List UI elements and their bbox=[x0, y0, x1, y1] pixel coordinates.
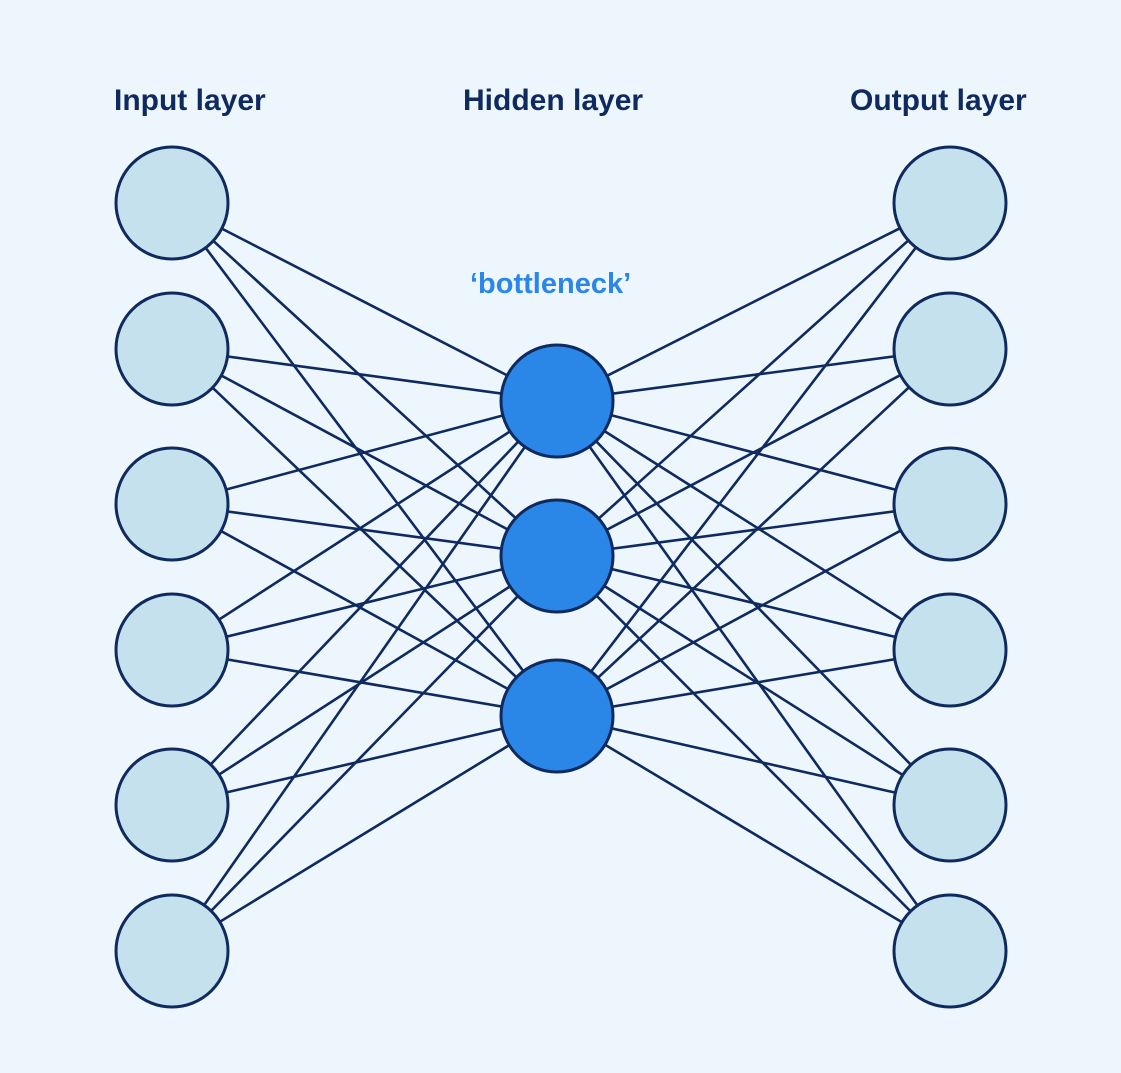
edge-input-6-hidden-1 bbox=[170, 400, 559, 952]
hidden-node-2 bbox=[499, 498, 615, 614]
edge-hidden-2-output-6 bbox=[556, 555, 951, 952]
edge-hidden-1-output-6 bbox=[555, 400, 952, 952]
input-layer-label: Input layer bbox=[114, 84, 266, 117]
edge-input-2-hidden-3 bbox=[171, 348, 558, 717]
output-layer-label: Output layer bbox=[850, 84, 1027, 117]
edge-input-4-hidden-1 bbox=[171, 399, 558, 652]
input-node-1 bbox=[114, 145, 230, 261]
input-node-4 bbox=[114, 592, 230, 708]
edge-input-4-hidden-3 bbox=[171, 648, 558, 718]
input-node-2 bbox=[114, 291, 230, 407]
input-node-5 bbox=[114, 747, 230, 863]
hidden-node-3 bbox=[499, 658, 615, 774]
hidden-layer-label: Hidden layer bbox=[463, 84, 644, 117]
edge-input-6-hidden-2 bbox=[171, 555, 558, 952]
neurons bbox=[114, 145, 1008, 1009]
output-node-6 bbox=[892, 893, 1008, 1009]
edge-input-3-hidden-2 bbox=[171, 502, 558, 558]
edge-input-2-hidden-1 bbox=[171, 347, 558, 403]
edge-input-1-hidden-3 bbox=[170, 202, 559, 717]
edge-input-5-hidden-3 bbox=[171, 714, 558, 807]
edge-input-1-hidden-1 bbox=[171, 201, 558, 403]
connections bbox=[170, 201, 952, 953]
edge-hidden-3-output-3 bbox=[556, 502, 951, 718]
hidden-node-1 bbox=[499, 343, 615, 459]
edge-hidden-2-output-1 bbox=[556, 202, 951, 557]
edge-input-5-hidden-1 bbox=[171, 400, 558, 806]
output-node-2 bbox=[892, 291, 1008, 407]
edge-input-5-hidden-2 bbox=[171, 554, 558, 807]
bottleneck-annotation: ‘bottleneck’ bbox=[470, 268, 632, 300]
edge-input-6-hidden-3 bbox=[171, 714, 558, 953]
output-node-5 bbox=[892, 747, 1008, 863]
edge-hidden-1-output-2 bbox=[556, 347, 951, 403]
input-node-6 bbox=[114, 893, 230, 1009]
edge-hidden-3-output-4 bbox=[556, 648, 951, 718]
edge-hidden-3-output-5 bbox=[556, 714, 951, 807]
edge-input-3-hidden-3 bbox=[171, 502, 558, 718]
edge-hidden-3-output-2 bbox=[556, 348, 951, 717]
edge-hidden-3-output-1 bbox=[555, 202, 952, 717]
output-node-1 bbox=[892, 145, 1008, 261]
edge-hidden-1-output-4 bbox=[556, 399, 951, 652]
output-node-3 bbox=[892, 446, 1008, 562]
edge-hidden-2-output-5 bbox=[556, 554, 951, 807]
edge-input-3-hidden-1 bbox=[171, 399, 558, 506]
edge-hidden-1-output-1 bbox=[556, 201, 951, 403]
edge-hidden-2-output-4 bbox=[556, 554, 951, 652]
output-node-4 bbox=[892, 592, 1008, 708]
edge-hidden-2-output-3 bbox=[556, 502, 951, 558]
edge-hidden-3-output-6 bbox=[556, 714, 951, 953]
edge-hidden-2-output-2 bbox=[556, 347, 951, 558]
input-node-3 bbox=[114, 446, 230, 562]
edge-input-1-hidden-2 bbox=[171, 202, 558, 557]
